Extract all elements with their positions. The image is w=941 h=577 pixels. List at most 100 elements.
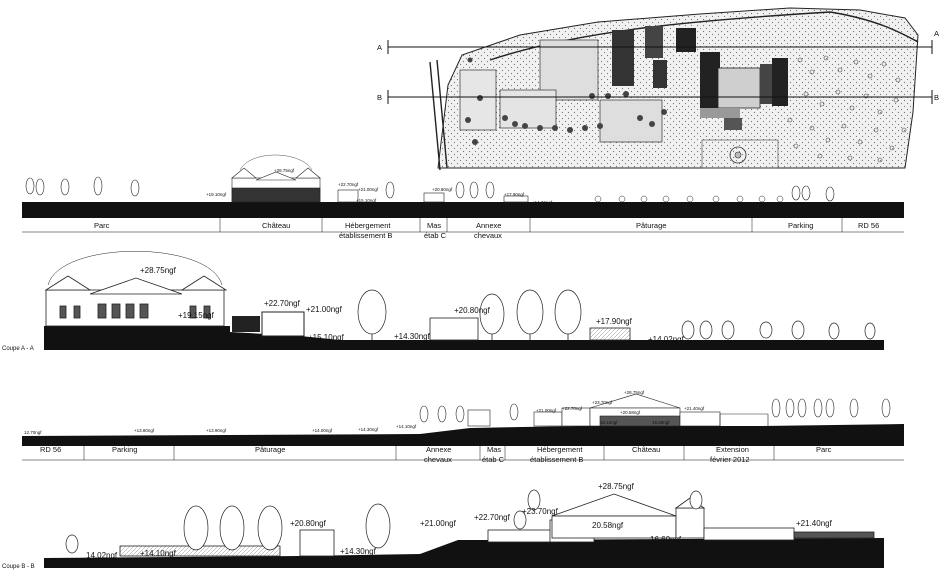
hebergement-block-a xyxy=(232,316,260,332)
elevation-label: +21.40ngf xyxy=(684,406,705,411)
elevation-label: +20.58ngf xyxy=(620,410,641,415)
zone-label-rd56: RD 56 xyxy=(858,221,879,230)
section-marker-b-right: B xyxy=(934,93,939,102)
mas-small xyxy=(423,192,445,203)
elevation-label: +19.15ngf xyxy=(178,311,215,320)
zone-label-extension: Extension xyxy=(716,445,749,454)
plan-roundabout xyxy=(729,146,747,164)
plan-road xyxy=(429,59,448,171)
section-b-large: Coupe B - B +28.75ngf +22.70ngf +23.70ng… xyxy=(2,482,884,570)
zone-labels-b: RD 56 Parking Pâturage Annexe chevaux Ma… xyxy=(40,445,832,464)
ground-band-b xyxy=(22,424,904,446)
elevation-label: +14.00ngf xyxy=(700,203,721,208)
elevation-label: +20.80ngf xyxy=(454,306,491,315)
section-marker-a-left: A xyxy=(377,43,382,52)
section-a-small: Parc Château Hébergement établissement B… xyxy=(22,154,904,240)
section-b-small: RD 56 Parking Pâturage Annexe chevaux Ma… xyxy=(22,390,904,464)
elevation-label: +21.40ngf xyxy=(796,519,833,528)
elevation-label: +20.80ngf xyxy=(432,187,453,192)
chateau-small xyxy=(231,154,321,203)
tree-trunks-a xyxy=(371,334,569,340)
zone-label-parc: Parc xyxy=(94,221,110,230)
terrain-b xyxy=(44,538,884,568)
elevation-label: +13.90ngf xyxy=(206,428,227,433)
elevations-b-small: 12.70ngf +13.80ngf +13.90ngf +14.00ngf +… xyxy=(24,390,705,435)
elevation-label: +14.10ngf xyxy=(396,424,417,429)
zone-label-chevaux: chevaux xyxy=(474,231,502,240)
zone-label-etab-c: étab C xyxy=(424,231,447,240)
zone-label-annexe: Annexe xyxy=(426,445,451,454)
zone-label-hebergement: Hébergement xyxy=(345,221,391,230)
annexe-a xyxy=(589,327,631,341)
zone-label-chateau: Château xyxy=(632,445,660,454)
elevation-label: +21.00ngf xyxy=(420,519,457,528)
elevation-label: 12.70ngf xyxy=(24,430,42,435)
section-a-small-trees xyxy=(25,176,835,202)
plan-alley xyxy=(701,139,779,169)
plan-building xyxy=(717,67,761,109)
chateau-elevation-a xyxy=(44,251,228,327)
elevation-label: 20.58ngf xyxy=(592,521,624,530)
zone-label-parc: Parc xyxy=(816,445,832,454)
elevation-label: +21.00ngf xyxy=(536,408,557,413)
zone-label-chevaux: chevaux xyxy=(424,455,452,464)
elevation-label: +22.70ngf xyxy=(562,406,583,411)
section-a-small-shrubs xyxy=(594,195,784,203)
hebergement-small xyxy=(337,189,359,203)
section-b-large-trees xyxy=(65,489,703,554)
section-arrow xyxy=(387,40,933,104)
plan-building xyxy=(676,28,696,52)
section-b-small-trees xyxy=(419,398,891,423)
plan-building xyxy=(772,58,788,106)
section-a-large: Coupe A - A +28.75ngf +19.15ngf +22.70ng… xyxy=(2,251,884,352)
elevation-label: +14.00ngf xyxy=(770,339,807,348)
coupe-a-title: Coupe A - A xyxy=(2,346,34,352)
plan-building xyxy=(612,30,634,86)
elevation-label: +14.30ngf xyxy=(340,547,377,556)
elevation-label: +14.10ngf xyxy=(140,549,177,558)
elevation-label: 16.10ngf xyxy=(556,541,588,550)
plan-park-trees xyxy=(787,55,907,163)
zone-label-paturage: Pâturage xyxy=(636,221,666,230)
section-marker-b-left: B xyxy=(377,93,382,102)
elevation-label: +12.70ngf xyxy=(872,203,893,208)
elevation-label: +13.90ngf xyxy=(760,203,781,208)
zone-label-mas: Mas xyxy=(427,221,441,230)
elevation-label: +17.90ngf xyxy=(504,192,525,197)
elevation-label: +28.75ngf xyxy=(598,482,635,491)
elevation-label: +14.30ngf xyxy=(394,332,431,341)
elevation-label: +14.30ngf xyxy=(358,427,379,432)
ground-band xyxy=(22,202,904,218)
elevation-label: 16.60ngf xyxy=(650,535,682,544)
elevation-label: +14.02ngf xyxy=(648,335,685,344)
section-b-small-buildings xyxy=(467,393,769,427)
elevation-label: +21.00ngf xyxy=(306,305,343,314)
elevation-label: +15.10ngf xyxy=(308,333,345,342)
elevation-label: +28.75ngf xyxy=(274,168,295,173)
annexe-small xyxy=(503,195,529,203)
elevation-label: +15.10ngf xyxy=(356,198,377,203)
zone-label-parking: Parking xyxy=(788,221,813,230)
coupe-b-title: Coupe B - B xyxy=(2,564,35,570)
elevation-label: +22.70ngf xyxy=(264,299,301,308)
mas-a xyxy=(429,317,479,341)
elevation-label: +14.00ngf xyxy=(312,428,333,433)
elevation-label: +17.90ngf xyxy=(596,317,633,326)
zone-label-fevrier: février 2012 xyxy=(710,455,750,464)
elevation-label: +28.75ngf xyxy=(624,390,645,395)
elevation-label: +21.00ngf xyxy=(358,187,379,192)
elevation-label: +20.80ngf xyxy=(290,519,327,528)
zone-label-etablissement: établissement B xyxy=(530,455,583,464)
elevation-label: +23.70ngf xyxy=(592,400,613,405)
zone-label-annexe: Annexe xyxy=(476,221,501,230)
elevation-label: +22.70ngf xyxy=(474,513,511,522)
site-plan: A A B B xyxy=(377,7,939,171)
zone-label-paturage: Pâturage xyxy=(255,445,285,454)
zone-dividers xyxy=(219,218,843,232)
plan-pasture xyxy=(499,89,557,129)
elevation-label: +22.70ngf xyxy=(338,182,359,187)
zone-label-etab-c: étab C xyxy=(482,455,505,464)
section-marker-a-right: A xyxy=(934,29,939,38)
elevation-label: +28.75ngf xyxy=(140,266,177,275)
